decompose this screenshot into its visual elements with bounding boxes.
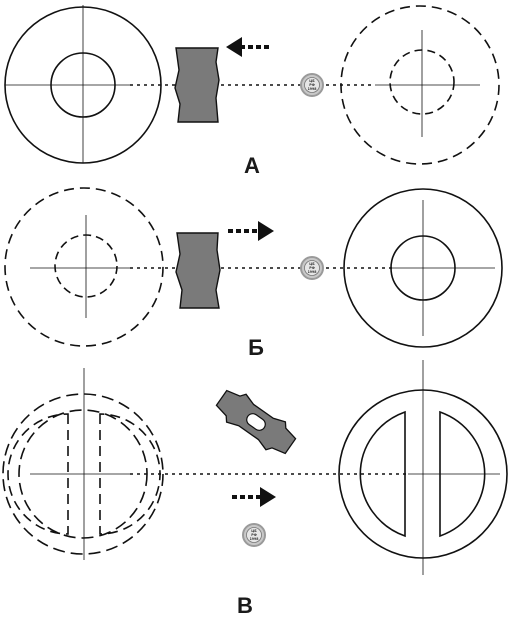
panel-b-right-arrow bbox=[228, 221, 274, 241]
panel-a-solid-target bbox=[4, 5, 162, 164]
panel-b-coin: ЦБ РФ 1998 bbox=[300, 256, 324, 280]
coin-text-line-1: ЦБ bbox=[309, 262, 315, 266]
panel-a-coin: ЦБ РФ 1998 bbox=[300, 73, 324, 97]
coin-text-line-1: ЦБ bbox=[309, 79, 315, 83]
panel-v: ЦБ РФ 1998 В bbox=[2, 360, 508, 618]
coin-text-line-3: 1998 bbox=[308, 87, 318, 91]
panel-b-dashed-target bbox=[4, 187, 164, 347]
panel-v-dashed-target bbox=[2, 368, 164, 560]
coin-text-line-2: РФ bbox=[309, 83, 315, 87]
panel-a-label: А bbox=[244, 153, 260, 178]
panel-b-solid-target bbox=[343, 188, 503, 348]
panel-a-left-arrow bbox=[226, 37, 272, 57]
panel-v-solid-target bbox=[338, 360, 508, 575]
panel-a: ЦБ РФ 1998 А bbox=[4, 5, 500, 178]
panel-b: ЦБ РФ 1998 Б bbox=[4, 187, 503, 360]
coin-text-line-3: 1998 bbox=[250, 537, 260, 541]
panel-v-coin: ЦБ РФ 1998 bbox=[242, 523, 266, 547]
panel-v-right-arrow bbox=[232, 487, 276, 507]
coin-text-line-2: РФ bbox=[251, 533, 257, 537]
panel-b-shaded-block bbox=[175, 232, 221, 309]
panel-v-shaded-prism bbox=[215, 389, 297, 455]
coin-text-line-2: РФ bbox=[309, 266, 315, 270]
panel-a-dashed-target bbox=[340, 5, 500, 165]
coin-text-line-1: ЦБ bbox=[251, 529, 257, 533]
coin-text-line-3: 1998 bbox=[308, 270, 318, 274]
panel-v-label: В bbox=[237, 593, 253, 618]
panel-a-shaded-block bbox=[174, 47, 220, 123]
panel-b-label: Б bbox=[248, 335, 264, 360]
